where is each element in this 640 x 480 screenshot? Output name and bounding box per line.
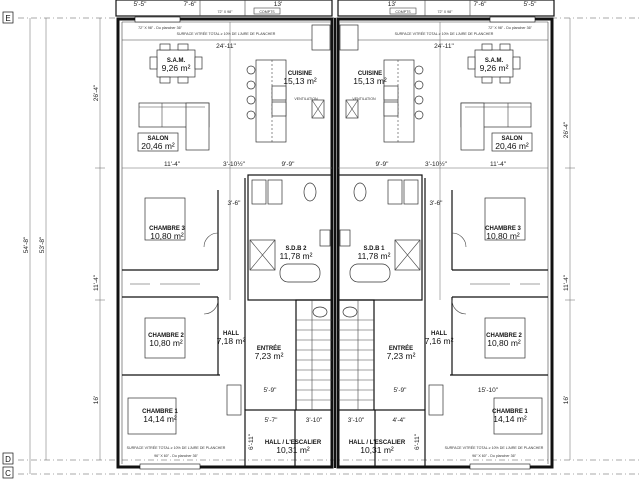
room-sam-label: S.A.M.	[167, 58, 186, 64]
room-chambre3-area: 10,80 m²	[150, 231, 184, 241]
window-note-front: 72" X 98" - Du plancher 36"	[138, 26, 183, 30]
dim-lower: 16'	[93, 396, 100, 404]
room-chambre3-label: CHAMBRE 3	[485, 226, 521, 232]
room-chambre2-label: CHAMBRE 2	[486, 333, 522, 339]
room-hall-escalier-label: HALL / L'ESCALIER	[349, 440, 406, 446]
left-unit-labels: 72" X 98" - Du plancher 36" SURFACE VITR…	[127, 26, 323, 458]
dim-hall: 3'-6"	[430, 200, 444, 207]
dim-mid: 3'-10½"	[425, 160, 448, 168]
room-entree-label: ENTRÉE	[389, 344, 413, 352]
dim-escalier-h: 6'-11"	[248, 433, 255, 450]
top-window-right: 72" X 98"	[438, 10, 454, 14]
room-chambre3-area: 10,80 m²	[486, 231, 520, 241]
top-dim-a: 5'-5"	[134, 1, 148, 8]
outer-dimensions-left: 54'-8" 53'-8" 26'-4" 11'-4" 16'	[23, 18, 105, 474]
room-entree-area: 7,23 m²	[387, 351, 416, 361]
grid-label-c: C	[5, 469, 11, 478]
dim-cuisine: 9'-9"	[282, 161, 296, 168]
room-salon-area: 20,46 m²	[495, 141, 529, 151]
grid-marker-e	[2, 11, 14, 24]
room-chambre3-label: CHAMBRE 3	[149, 226, 185, 232]
dim-escalier-w: 4'-4"	[393, 417, 407, 424]
top-dim-b-right: 7'-6"	[474, 1, 488, 8]
room-chambre1-label: CHAMBRE 1	[492, 409, 528, 415]
grid-marker-d	[2, 452, 14, 465]
room-sam-label: S.A.M.	[485, 58, 504, 64]
room-sdb-label: S.D.B 1	[363, 246, 385, 252]
dim-lower-right: 16'	[563, 396, 570, 404]
room-chambre1-area: 14,14 m²	[143, 414, 177, 424]
dim-middle-right: 11'-4"	[563, 274, 570, 291]
room-cuisine-area: 15,13 m²	[283, 76, 317, 86]
surface-note: SURFACE VITRÉE TOTAL ≥ 10% DE L'AIRE DE …	[395, 31, 494, 36]
outer-dimensions-right: 26'-4" 11'-4" 16'	[563, 18, 575, 460]
room-sdb-area: 11,78 m²	[280, 251, 313, 261]
grid-label-d: D	[5, 455, 11, 464]
room-salon-area: 20,46 m²	[141, 141, 175, 151]
surface-note: SURFACE VITRÉE TOTAL ≥ 10% DE L'AIRE DE …	[177, 31, 276, 36]
room-chambre2-area: 10,80 m²	[149, 338, 183, 348]
room-chambre2-area: 10,80 m²	[487, 338, 521, 348]
window-note-back: 96" X 60" - Du plancher 36"	[472, 454, 517, 458]
dim-escalier-w2: 3'-10"	[348, 417, 365, 424]
dim-middle: 11'-4"	[93, 274, 100, 291]
room-sam-area: 9,26 m²	[480, 63, 509, 73]
dim-width: 24'-11"	[434, 43, 454, 50]
room-hall-label: HALL	[223, 331, 239, 337]
dim-chambre1: 15'-10"	[478, 387, 499, 394]
top-dim-c: 13'	[274, 1, 282, 8]
dim-width: 24'-11"	[216, 43, 236, 50]
dim-salon: 11'-4"	[164, 161, 181, 168]
room-salon-label: SALON	[148, 136, 169, 142]
ventilation-note: VENTILATION	[352, 97, 376, 101]
dim-entree: 5'-9"	[394, 387, 408, 394]
dim-total-a: 54'-8"	[23, 236, 30, 253]
dim-entree: 5'-9"	[264, 387, 278, 394]
room-entree-label: ENTRÉE	[257, 344, 281, 352]
room-cuisine-label: CUISINE	[358, 71, 382, 77]
grid-marker-c	[2, 466, 14, 479]
compts-left: COMPTS	[259, 10, 275, 14]
dim-escalier-h: 6'-11"	[414, 433, 421, 450]
top-dim-c-right: 13'	[388, 1, 396, 8]
dim-upper: 26'-4"	[93, 84, 100, 101]
dim-salon: 11'-4"	[490, 161, 507, 168]
surface-note-back: SURFACE VITRÉE TOTAL ≥ 10% DE L'AIRE DE …	[127, 445, 226, 450]
room-hall-area: 7,18 m²	[217, 336, 246, 346]
room-hall-escalier-label: HALL / L'ESCALIER	[265, 440, 322, 446]
room-hall-label: HALL	[431, 331, 447, 337]
room-chambre2-label: CHAMBRE 2	[148, 333, 184, 339]
surface-note-back: SURFACE VITRÉE TOTAL ≥ 10% DE L'AIRE DE …	[445, 445, 544, 450]
room-sdb-label: S.D.B 2	[285, 246, 307, 252]
room-hall-escalier-area: 10,31 m²	[276, 445, 310, 455]
right-unit-labels: 72" X 98" - Du plancher 36" SURFACE VITR…	[348, 26, 544, 458]
grid-lines: E D C	[2, 11, 640, 479]
room-hall-escalier-area: 10,31 m²	[360, 445, 394, 455]
room-entree-area: 7,23 m²	[255, 351, 284, 361]
dim-upper-right: 26'-4"	[563, 121, 570, 138]
dim-mid: 3'-10½"	[223, 160, 246, 168]
dim-total-b: 53'-8"	[39, 236, 46, 253]
ventilation-note: VENTILATION	[294, 97, 318, 101]
room-salon-label: SALON	[502, 136, 523, 142]
top-dim-b: 7'-6"	[184, 1, 198, 8]
top-window-left: 72" X 98"	[218, 10, 234, 14]
compts-right: COMPTS	[395, 10, 411, 14]
room-chambre1-area: 14,14 m²	[493, 414, 527, 424]
dim-escalier-w2: 3'-10"	[306, 417, 323, 424]
window-note-back: 96" X 60" - Du plancher 36"	[154, 454, 199, 458]
grid-label-e: E	[5, 14, 10, 23]
dim-cuisine: 9'-9"	[376, 161, 390, 168]
room-chambre1-label: CHAMBRE 1	[142, 409, 178, 415]
room-sam-area: 9,26 m²	[162, 63, 191, 73]
room-sdb-area: 11,78 m²	[358, 251, 391, 261]
top-dimensions: 5'-5" 7'-6" 13' 72" X 98" COMPTS 5'-5" 7…	[134, 1, 538, 14]
dim-escalier-w: 5'-7"	[265, 417, 279, 424]
top-dim-a-right: 5'-5"	[524, 1, 538, 8]
room-cuisine-label: CUISINE	[288, 71, 312, 77]
window-note-front: 72" X 98" - Du plancher 36"	[488, 26, 533, 30]
room-cuisine-area: 15,13 m²	[353, 76, 387, 86]
room-hall-area: 7,16 m²	[425, 336, 454, 346]
dim-hall: 3'-6"	[228, 200, 242, 207]
